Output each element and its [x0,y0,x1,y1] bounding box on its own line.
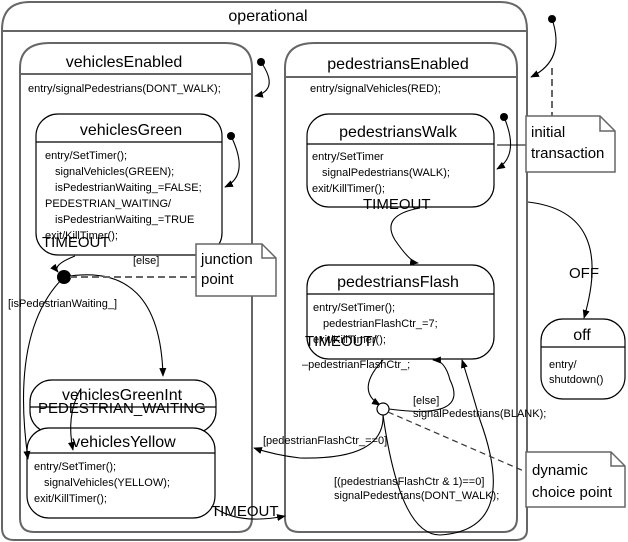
note-dynamic-choice-point: dynamic choice point [387,411,626,508]
svg-text:initial transaction: initial transaction [531,124,604,162]
transition-green-timeout [50,255,76,273]
state-pedestrians-enabled[interactable]: pedestriansEnabled entry/signalVehicles(… [284,42,518,533]
label-choice-even: [(pedestriansFlashCtr & 1)==0] [334,476,484,488]
transition-walk-timeout [390,207,421,266]
state-pedestrians-flash-name: pedestriansFlash [337,274,459,291]
note-initial-transaction: initial transaction [497,68,616,173]
transition-off [527,201,593,319]
note-junction-point: junction point [70,243,277,297]
label-junction-else: [else] [133,255,159,267]
transition-choice-even [382,359,494,536]
state-vehicles-green-actions: entry/SetTimer(); signalVehicles(GREEN);… [45,150,205,242]
state-vehicles-green[interactable]: vehiclesGreen entry/SetTimer(); signalVe… [35,113,223,256]
transition-junction-else [63,274,167,377]
label-ped-waiting-guard: [isPedestrianWaiting_] [8,298,117,310]
label-choice-even-action: signalPedestrians(DONT_WALK); [334,490,499,502]
state-pedestrians-enabled-name: pedestriansEnabled [327,56,468,73]
transition-greenint-yellow [67,389,81,451]
state-pedestrians-enabled-action: entry/signalVehicles(RED); [310,83,441,95]
svg-text:dynamic choice point: dynamic choice point [532,462,613,501]
transition-yellow-timeout [214,507,286,522]
label-green-timeout: TIMEOUT [42,234,110,251]
state-vehicles-enabled-name: vehiclesEnabled [66,54,183,71]
state-vehicles-green-name: vehiclesGreen [80,122,182,139]
transition-choice-zero [253,414,384,459]
dynamic-choice-point [376,402,390,416]
label-flash-decrement: –pedestrianFlashCtr_; [302,359,410,371]
label-pedestrian-waiting: PEDESTRIAN_WAITING [38,400,206,417]
state-off-name: off [573,327,591,344]
state-operational[interactable]: operational [1,1,528,541]
transition-flash-timeout [367,359,384,406]
state-pedestrians-walk-actions: entry/SetTimer signalPedestrians(WALK); … [312,151,453,195]
state-vehicles-enabled[interactable]: vehiclesEnabled entry/signalPedestrians(… [19,42,253,533]
state-vehicles-enabled-action: entry/signalPedestrians(DONT_WALK); [28,83,221,95]
transition-junction-ped-waiting [22,276,65,460]
transition-choice-else [388,356,455,412]
label-choice-else: [else] [413,395,439,407]
label-choice-zero: [pedestrianFlashCtr_==0] [263,435,387,447]
label-yellow-timeout: TIMEOUT [211,503,279,520]
label-flash-timeout: TIMEOUT/ [305,333,377,350]
initial-transition-pedestrians-walk [496,116,512,170]
label-choice-else-action: signalPedestrians(BLANK); [413,408,546,420]
state-pedestrians-flash[interactable]: pedestriansFlash entry/SetTimer(); pedes… [306,264,495,360]
svg-text:junction point: junction point [200,251,257,288]
state-vehicles-green-int-name: vehiclesGreenInt [62,387,183,404]
label-walk-timeout: TIMEOUT [363,196,431,213]
label-off: OFF [569,265,599,282]
state-off-actions: entry/ shutdown() [549,359,603,386]
initial-transition-vehicles-green [224,135,240,188]
state-vehicles-yellow-name: vehiclesYellow [72,434,176,451]
state-pedestrians-walk-name: pedestriansWalk [339,124,458,141]
initial-transition-root [530,18,557,78]
state-vehicles-yellow-actions: entry/SetTimer(); signalVehicles(YELLOW)… [34,461,173,505]
initial-transition-vehicles-enabled [254,61,270,98]
state-pedestrians-flash-actions: entry/SetTimer(); pedestrianFlashCtr_=7;… [313,302,441,346]
state-vehicles-green-int[interactable]: vehiclesGreenInt [29,379,217,434]
state-operational-name: operational [228,8,307,25]
state-off[interactable]: off entry/ shutdown() [540,318,626,400]
state-vehicles-yellow[interactable]: vehiclesYellow entry/SetTimer(); signalV… [26,427,216,519]
state-pedestrians-walk[interactable]: pedestriansWalk entry/SetTimer signalPed… [306,113,495,208]
initial-pseudostates [224,15,557,188]
